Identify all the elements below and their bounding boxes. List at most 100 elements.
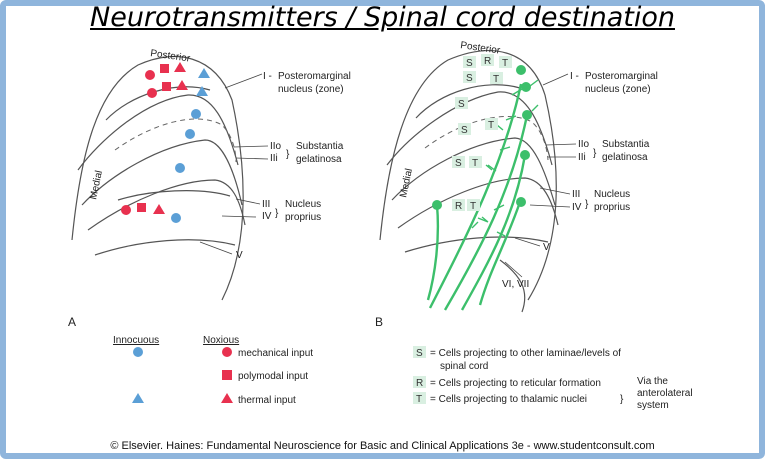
srt-boxes: S R T S T S S T S T R T bbox=[452, 54, 512, 212]
polymodal-marker bbox=[160, 64, 169, 73]
lamina-i-label-b: Posteromarginal bbox=[585, 71, 658, 82]
leader-line bbox=[545, 143, 577, 146]
lamina-i-number-a: I - bbox=[263, 71, 272, 82]
leader-line bbox=[539, 187, 571, 195]
sg-label-a-1: Substantia bbox=[296, 141, 344, 152]
legend-red-circle-icon bbox=[222, 347, 232, 357]
legend-red-triangle-icon bbox=[221, 393, 233, 403]
panel-a: Posterior Medial I - Posteromarginal nuc… bbox=[68, 48, 351, 406]
leader-line bbox=[199, 241, 233, 255]
leader-line bbox=[514, 237, 541, 247]
legend-box-t-text: T bbox=[416, 394, 422, 405]
lamina-v-num-a: V bbox=[236, 250, 243, 261]
box-t-text: T bbox=[488, 120, 494, 131]
legend-s-line1: = Cells projecting to other laminae/leve… bbox=[430, 348, 621, 359]
lamina-iv-num-b: IV bbox=[572, 202, 582, 213]
projection-axon bbox=[478, 201, 522, 306]
leader-line bbox=[221, 215, 257, 218]
box-t-text: T bbox=[470, 201, 476, 212]
lamina-i-label-a-2: nucleus (zone) bbox=[278, 84, 344, 95]
legend-noxious: Noxious bbox=[203, 335, 239, 346]
leader-line bbox=[233, 145, 269, 148]
medial-label-b: Medial bbox=[398, 168, 415, 199]
thermal-marker bbox=[174, 62, 186, 72]
lamina-ii-dashed-a bbox=[114, 118, 237, 163]
brace: } bbox=[275, 208, 279, 219]
lamina-v-boundary-b bbox=[404, 236, 549, 253]
brace: } bbox=[585, 199, 589, 210]
lamina-i-number-b: I - bbox=[570, 71, 579, 82]
lamina-i-boundary-a bbox=[77, 94, 239, 171]
medial-label-a: Medial bbox=[88, 170, 105, 201]
innocuous-mechanical-marker bbox=[185, 129, 195, 139]
box-s-text: S bbox=[466, 58, 473, 69]
box-r bbox=[481, 54, 494, 66]
legend-brace: } bbox=[620, 394, 624, 405]
panel-b: Posterior Medial S R T S T S bbox=[375, 40, 693, 411]
lamina-iv-boundary-a bbox=[117, 190, 231, 201]
mechanical-marker bbox=[147, 88, 157, 98]
legend-r-line: = Cells projecting to reticular formatio… bbox=[430, 378, 601, 389]
np-label-b-2: proprius bbox=[594, 202, 630, 213]
leader-line bbox=[529, 204, 571, 208]
lamina-v-num-b: V bbox=[543, 242, 550, 253]
lamina-iio-label-a: IIo bbox=[270, 141, 282, 152]
legend-via-2: anterolateral bbox=[637, 388, 693, 399]
legend-box-s-text: S bbox=[416, 348, 423, 359]
legend-innocuous: Innocuous bbox=[113, 335, 159, 346]
box-s bbox=[452, 156, 465, 168]
legend-via-1: Via the bbox=[637, 376, 668, 387]
lamina-i-label-a: Posteromarginal bbox=[278, 71, 351, 82]
legend-blue-triangle-icon bbox=[132, 393, 144, 403]
posterior-label-a: Posterior bbox=[150, 48, 192, 65]
box-r-text: R bbox=[484, 56, 491, 67]
neuron-soma bbox=[520, 150, 530, 160]
box-t bbox=[490, 72, 503, 84]
legend-box-r bbox=[413, 376, 426, 388]
polymodal-marker bbox=[137, 203, 146, 212]
sg-label-b-1: Substantia bbox=[602, 139, 650, 150]
brace: } bbox=[286, 149, 290, 160]
lamina-iii-label-a: IIi bbox=[270, 153, 278, 164]
lamina-iii-num-b: III bbox=[572, 189, 580, 200]
np-label-a-1: Nucleus bbox=[285, 199, 321, 210]
legend-mechanical: mechanical input bbox=[238, 348, 313, 359]
box-r-text: R bbox=[455, 201, 462, 212]
leader-line bbox=[224, 73, 263, 89]
np-label-a-2: proprius bbox=[285, 212, 321, 223]
projection-axon bbox=[428, 83, 523, 309]
legend-s-line2: spinal cord bbox=[440, 361, 488, 372]
neuron-soma bbox=[432, 200, 442, 210]
neuron-soma bbox=[516, 65, 526, 75]
box-t-text: T bbox=[472, 158, 478, 169]
box-s-text: S bbox=[466, 73, 473, 84]
lamina-iv-num-a: IV bbox=[262, 211, 272, 222]
box-t bbox=[499, 56, 512, 68]
box-r bbox=[452, 199, 465, 211]
projection-axon bbox=[460, 154, 527, 311]
neuron-soma bbox=[521, 82, 531, 92]
innocuous-thermal-marker bbox=[198, 68, 210, 78]
lamina-iii-num-a: III bbox=[262, 199, 270, 210]
box-s bbox=[463, 71, 476, 83]
leader-line bbox=[504, 261, 523, 278]
legend-t-line: = Cells projecting to thalamic nuclei bbox=[430, 394, 587, 405]
sg-label-b-2: gelatinosa bbox=[602, 152, 648, 163]
horn-outline-a bbox=[71, 55, 244, 301]
np-label-b-1: Nucleus bbox=[594, 189, 630, 200]
panel-b-letter: B bbox=[375, 315, 383, 329]
leader-line bbox=[235, 198, 261, 205]
legend-box-s bbox=[413, 346, 426, 358]
neuron-soma bbox=[522, 110, 532, 120]
projection-axon bbox=[426, 204, 440, 301]
leader-line bbox=[542, 73, 569, 86]
legend-thermal: thermal input bbox=[238, 395, 296, 406]
lamina-iii-label-b: IIi bbox=[578, 152, 586, 163]
leader-line bbox=[235, 157, 269, 160]
lamina-i-inner-b bbox=[415, 84, 521, 119]
thermal-marker bbox=[176, 80, 188, 90]
lamina-vi-boundary-b bbox=[499, 259, 526, 313]
polymodal-marker bbox=[162, 82, 171, 91]
box-s-text: S bbox=[455, 158, 462, 169]
